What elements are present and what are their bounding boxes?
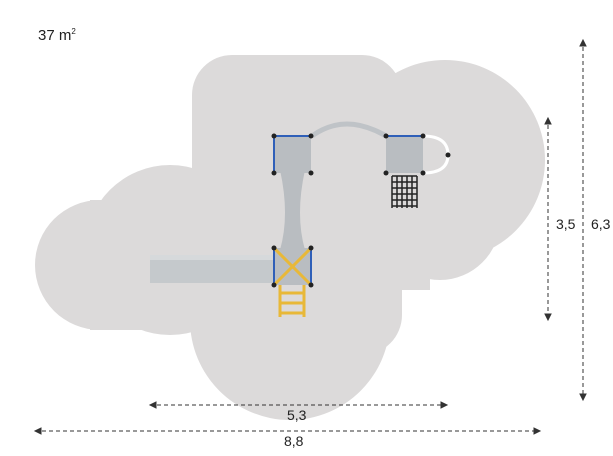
- area-label: 37 m2: [38, 27, 76, 44]
- area-unit-superscript: 2: [71, 27, 76, 36]
- right-tower: [383, 133, 451, 176]
- width-outer-label: 8,8: [284, 433, 304, 449]
- lower-platform: [271, 245, 314, 288]
- left-tower: [271, 133, 314, 250]
- dimension-height-outer: [579, 38, 587, 402]
- curved-connector: [310, 121, 388, 139]
- width-inner-label: 5,3: [287, 407, 307, 423]
- area-value: 37 m: [38, 27, 72, 44]
- dimension-height-inner: [544, 116, 552, 322]
- dimension-width-inner: [148, 401, 449, 409]
- ladder: [278, 285, 306, 317]
- dimension-width-outer: [33, 427, 542, 435]
- climbing-net: [391, 175, 418, 208]
- bridge: [280, 170, 305, 250]
- height-inner-label: 3,5: [556, 216, 576, 232]
- height-outer-label: 6,3: [591, 216, 611, 232]
